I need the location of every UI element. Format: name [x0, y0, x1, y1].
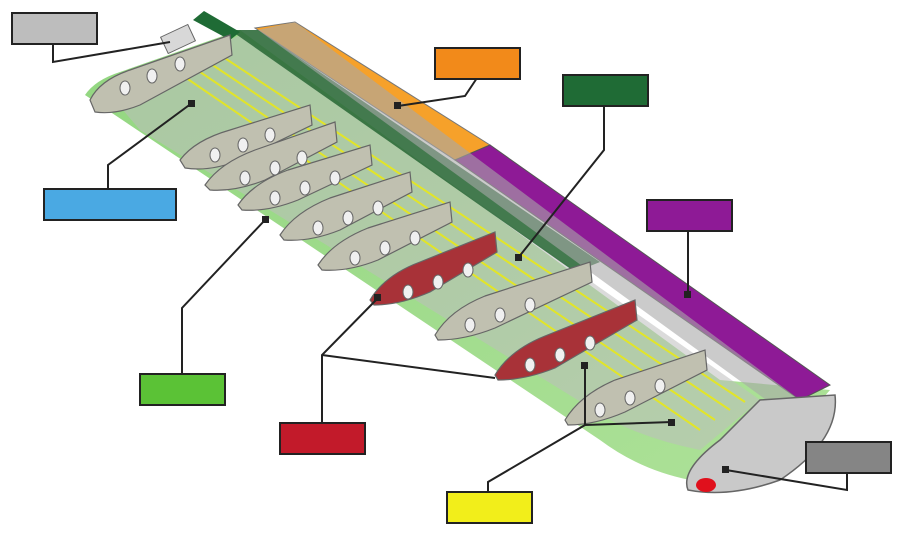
- rib-lightened: [369, 231, 498, 306]
- leader-rib: [181, 219, 266, 373]
- leader-lines: [52, 41, 848, 492]
- root-fitting-shape: [159, 23, 197, 55]
- leader-lightened-rib: [321, 297, 379, 422]
- label-spar: [562, 74, 649, 107]
- label-root-fitting: [11, 12, 98, 45]
- leader-anchors: [188, 100, 729, 473]
- label-rib: [139, 373, 226, 406]
- upper-strip: [258, 22, 800, 410]
- leader-stringer-2: [584, 421, 673, 426]
- stringers: [159, 44, 746, 431]
- leader-leading-edge: [397, 77, 478, 107]
- leader-navigation-light: [725, 469, 848, 492]
- leader-spar: [517, 105, 605, 259]
- rib: [204, 121, 338, 191]
- leader-lightened-rib-2: [321, 354, 496, 379]
- leader-root-fitting: [52, 41, 171, 64]
- rib: [279, 171, 413, 241]
- rib-holes: [119, 56, 666, 418]
- spar-tab: [193, 11, 240, 40]
- leader-stringer: [487, 365, 586, 492]
- navigation-light-shape: [696, 478, 716, 492]
- label-lower-skin: [43, 188, 177, 221]
- leader-lower-skin: [107, 102, 193, 188]
- label-leading-edge: [434, 47, 521, 80]
- label-lightened-rib: [279, 422, 366, 455]
- label-navigation-light: [805, 441, 892, 474]
- label-stringer: [446, 491, 533, 524]
- label-trailing-edge-flap: [646, 199, 733, 232]
